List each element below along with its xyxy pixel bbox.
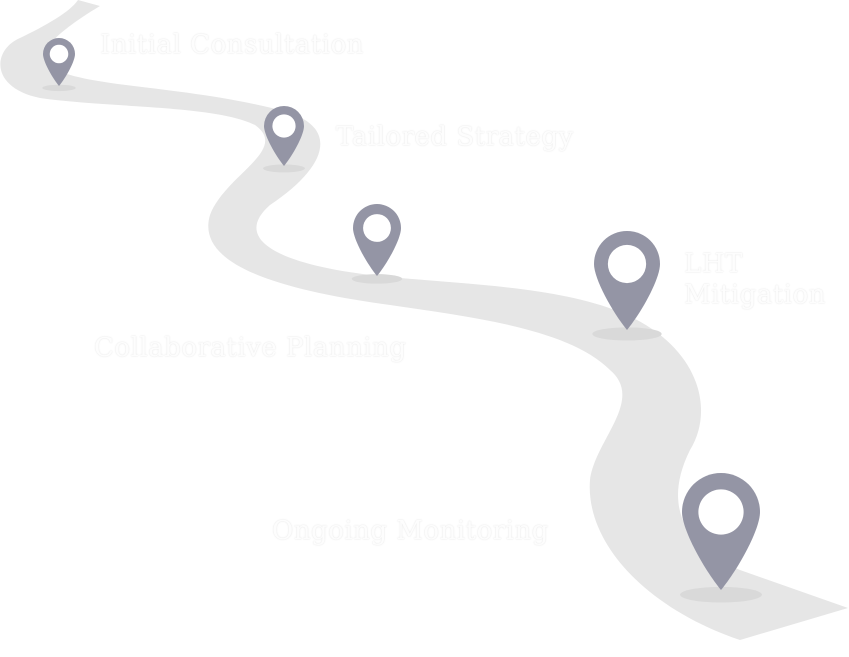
map-pin-icon	[263, 106, 305, 173]
map-pin-shadow	[680, 586, 762, 603]
map-pin-icon	[592, 231, 662, 341]
map-pin-shadow	[263, 164, 305, 173]
map-pin-icon	[680, 473, 762, 603]
map-pin-icon	[42, 38, 76, 92]
map-pin-shadow	[351, 274, 403, 284]
winding-road	[0, 0, 849, 640]
map-pin-hole	[49, 44, 69, 64]
map-pin-hole	[607, 244, 647, 284]
step-label-3: Collaborative Planning	[94, 333, 407, 363]
step-label-5: Ongoing Monitoring	[272, 516, 549, 546]
step-label-2: Tailored Strategy	[336, 122, 574, 152]
map-pin-hole	[363, 214, 391, 242]
map-pin-shadow	[592, 327, 662, 341]
map-pin-shadow	[42, 84, 76, 92]
step-label-1: Initial Consultation	[100, 30, 364, 60]
map-pin-icon	[351, 204, 403, 284]
step-label-4: LHT Mitigation	[684, 249, 827, 310]
map-pin-hole	[272, 114, 296, 138]
map-pin-hole	[698, 489, 744, 535]
